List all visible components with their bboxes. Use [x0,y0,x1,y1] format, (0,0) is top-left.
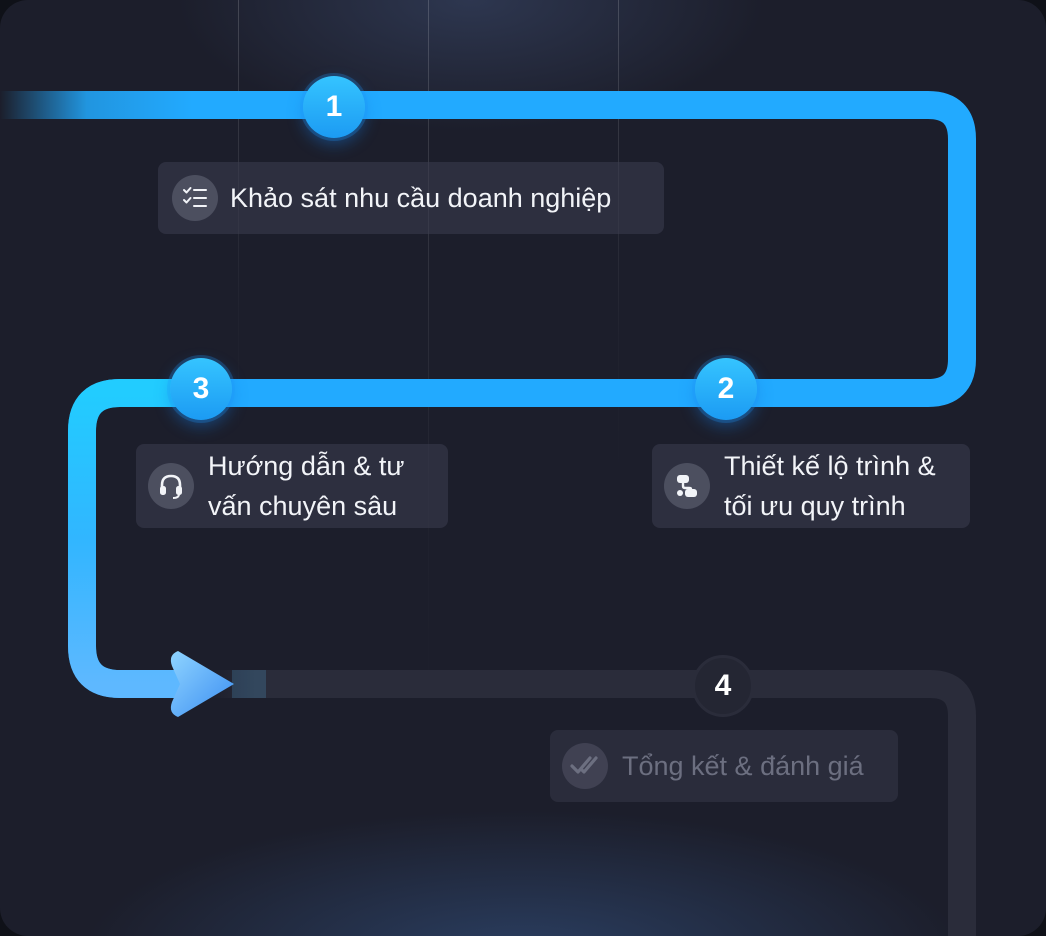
track-segment-active-left [68,379,200,698]
track-segment-inactive [210,670,976,936]
step-4-card: Tổng kết & đánh giá [550,730,898,802]
arrow-glow [232,670,266,698]
grid-line [618,0,619,480]
grid-line [428,0,429,700]
roadmap-icon [664,463,710,509]
step-1-card: Khảo sát nhu cầu doanh nghiệp [158,162,664,234]
step-2-label: Thiết kế lộ trình & tối ưu quy trình [724,451,936,521]
step-3-badge: 3 [170,358,232,420]
step-2-badge: 2 [695,358,757,420]
headset-icon [148,463,194,509]
step-1-badge: 1 [303,76,365,138]
step-4-badge: 4 [692,655,754,717]
step-4-label: Tổng kết & đánh giá [622,751,864,781]
step-3-card: Hướng dẫn & tư vấn chuyên sâu [136,444,448,528]
step-1-label: Khảo sát nhu cầu doanh nghiệp [230,183,612,213]
step-3-label: Hướng dẫn & tư vấn chuyên sâu [208,451,405,521]
arrow-head [170,651,234,717]
double-check-icon [562,743,608,789]
checklist-icon [172,175,218,221]
step-2-card: Thiết kế lộ trình & tối ưu quy trình [652,444,970,528]
